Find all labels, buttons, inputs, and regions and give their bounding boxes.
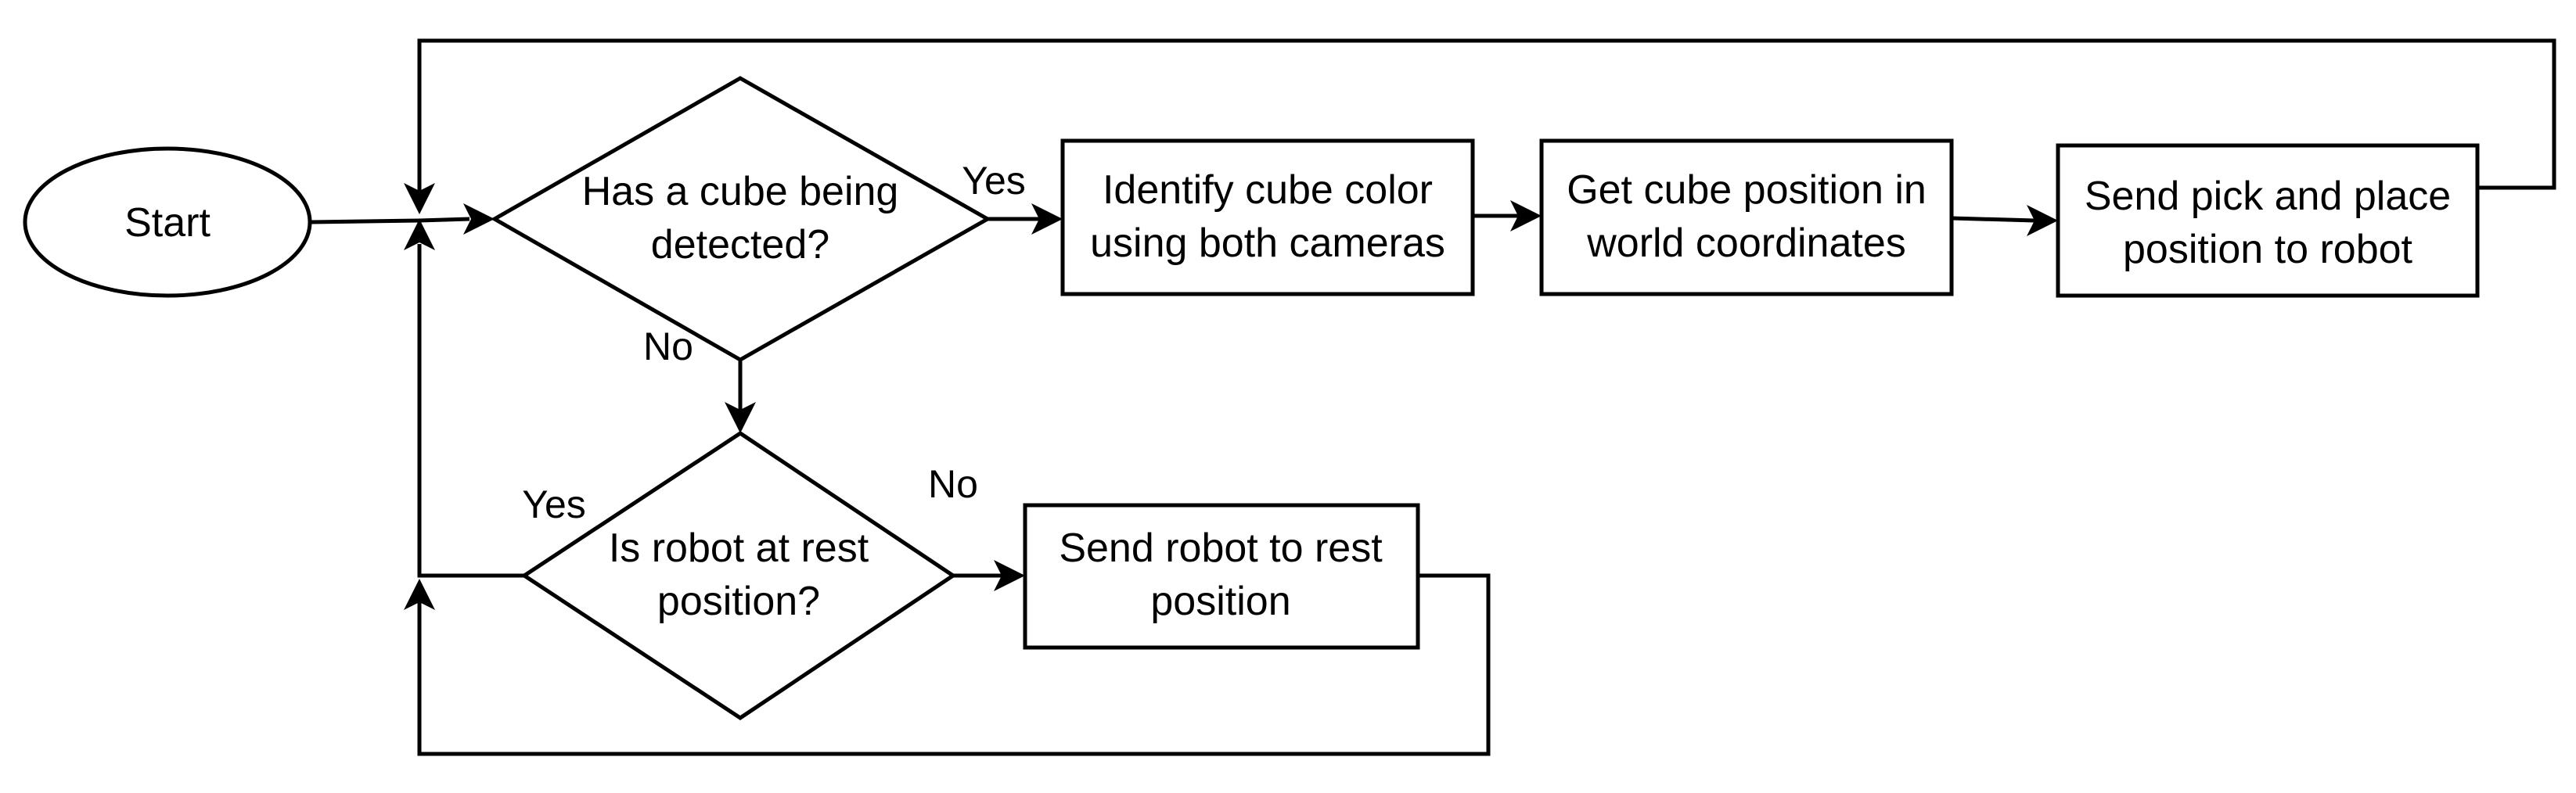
- send-pick-place-label-line1: Send pick and place: [2085, 174, 2451, 219]
- node-identify-color: Identify cube color using both cameras: [1060, 138, 1475, 296]
- cube-detected-label-line1: Has a cube being: [582, 169, 899, 214]
- node-get-position: Get cube position in world coordinates: [1539, 138, 1954, 296]
- robot-at-rest-label-line1: Is robot at rest: [609, 526, 869, 571]
- robot-at-rest-diamond: [520, 430, 957, 721]
- identify-color-label-line2: using both cameras: [1090, 221, 1445, 266]
- arrowhead-loop-left-up: [404, 219, 435, 250]
- send-to-rest-label-line2: position: [1150, 579, 1290, 624]
- arrowhead-into-cube-detected: [463, 203, 495, 235]
- robot-at-rest-label-line2: position?: [657, 579, 820, 624]
- arrowhead-into-robot-at-rest: [725, 402, 756, 433]
- start-label: Start: [124, 200, 210, 246]
- arrowhead-into-identify: [1031, 203, 1063, 235]
- send-to-rest-box: [1023, 503, 1420, 650]
- node-robot-at-rest: Is robot at rest position?: [520, 430, 957, 721]
- edge-robot-at-rest-yes: [417, 244, 524, 578]
- edge-label-cube-detected-no: No: [643, 325, 693, 368]
- arrowhead-into-pick-place: [2027, 205, 2058, 236]
- send-to-rest-label-line1: Send robot to rest: [1059, 526, 1383, 571]
- get-position-label-line2: world coordinates: [1586, 221, 1906, 266]
- edge-position-to-pick-place: [1951, 216, 2035, 223]
- edge-pick-place-loop-back: [417, 38, 2556, 192]
- identify-color-box: [1060, 138, 1475, 296]
- arrowhead-loop-top: [404, 183, 435, 214]
- edge-label-robot-at-rest-yes: Yes: [522, 483, 586, 526]
- arrowhead-into-position: [1510, 200, 1542, 231]
- get-position-label-line1: Get cube position in: [1567, 167, 1927, 213]
- send-pick-place-label-line2: position to robot: [2123, 227, 2413, 272]
- send-pick-place-box: [2056, 143, 2480, 298]
- edge-send-to-rest-loop-back: [417, 573, 1491, 756]
- edge-start-to-merge: [311, 218, 420, 224]
- edge-merge-to-cube-detected: [419, 217, 470, 223]
- cube-detected-label-line2: detected?: [651, 222, 829, 267]
- start-ellipse: [23, 146, 312, 298]
- get-position-box: [1539, 138, 1954, 296]
- node-send-to-rest: Send robot to rest position: [1023, 503, 1420, 650]
- node-start: Start: [23, 146, 312, 298]
- cube-detected-diamond: [490, 76, 992, 362]
- arrowhead-loop-bottom-up: [404, 579, 435, 610]
- node-cube-detected: Has a cube being detected?: [490, 76, 992, 362]
- edge-label-robot-at-rest-no: No: [928, 462, 978, 506]
- node-send-pick-place: Send pick and place position to robot: [2056, 143, 2480, 298]
- edge-label-cube-detected-yes: Yes: [962, 159, 1026, 203]
- arrowhead-into-send-to-rest: [994, 560, 1025, 591]
- identify-color-label-line1: Identify cube color: [1103, 167, 1433, 213]
